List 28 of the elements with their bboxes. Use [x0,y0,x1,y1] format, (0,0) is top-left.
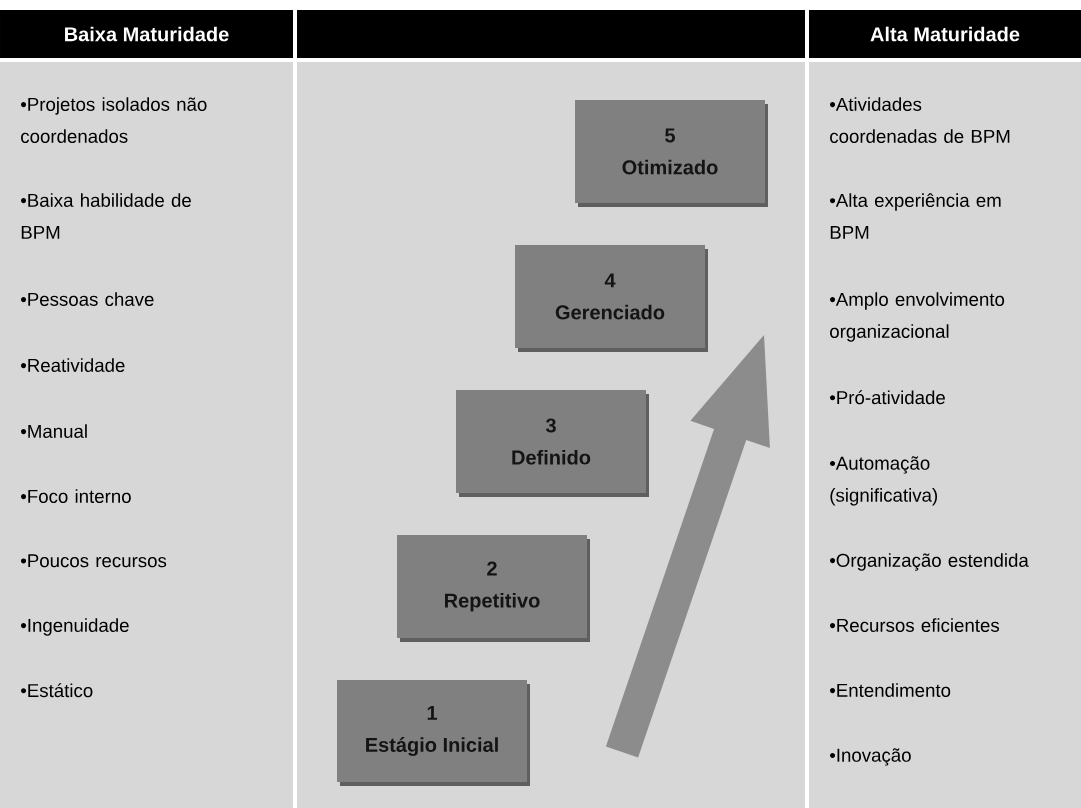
stage-box: 1 Estágio Inicial [337,680,530,786]
stage-box: 3 Definido [456,390,649,497]
stage-box: 2 Repetitivo [397,535,590,642]
bullet-text: •Atividades coordenadas de BPM [830,97,1010,143]
stage-box: 5 Otimizado [575,100,768,207]
bullet-text: •Entendimento [830,683,951,697]
bullet-text: •Alta experiência em BPM [830,193,1001,239]
bullet-text: •Estático [21,683,93,698]
bullet-text: •Poucos recursos [21,554,167,568]
bullet-text: •Reatividade [21,358,125,372]
bullet-text: •Automação (significativa) [830,456,937,506]
bullet-text: •Foco interno [21,489,131,503]
header-cell: Alta Maturidade [809,10,1081,58]
bullet-text: •Organização estendida [830,553,1029,571]
column-panel [809,62,1081,808]
column-panel [0,62,293,808]
bullet-text: •Inovação [830,748,911,766]
bullet-text: •Projetos isolados não coordenados [21,97,207,143]
stage-box: 4 Gerenciado [515,245,708,352]
bullet-text: •Ingenuidade [21,618,129,636]
header-cell: Baixa Maturidade [0,10,293,58]
bullet-text: •Baixa habilidade de BPM [21,193,191,239]
bullet-text: •Manual [21,424,87,438]
bullet-text: •Pró-atividade [830,390,945,405]
bullet-text: •Amplo envolvimento organizacional [830,292,1005,342]
bullet-text: •Recursos eficientes [830,618,1000,632]
bullet-text: •Pessoas chave [21,292,154,306]
header-cell [297,10,805,58]
